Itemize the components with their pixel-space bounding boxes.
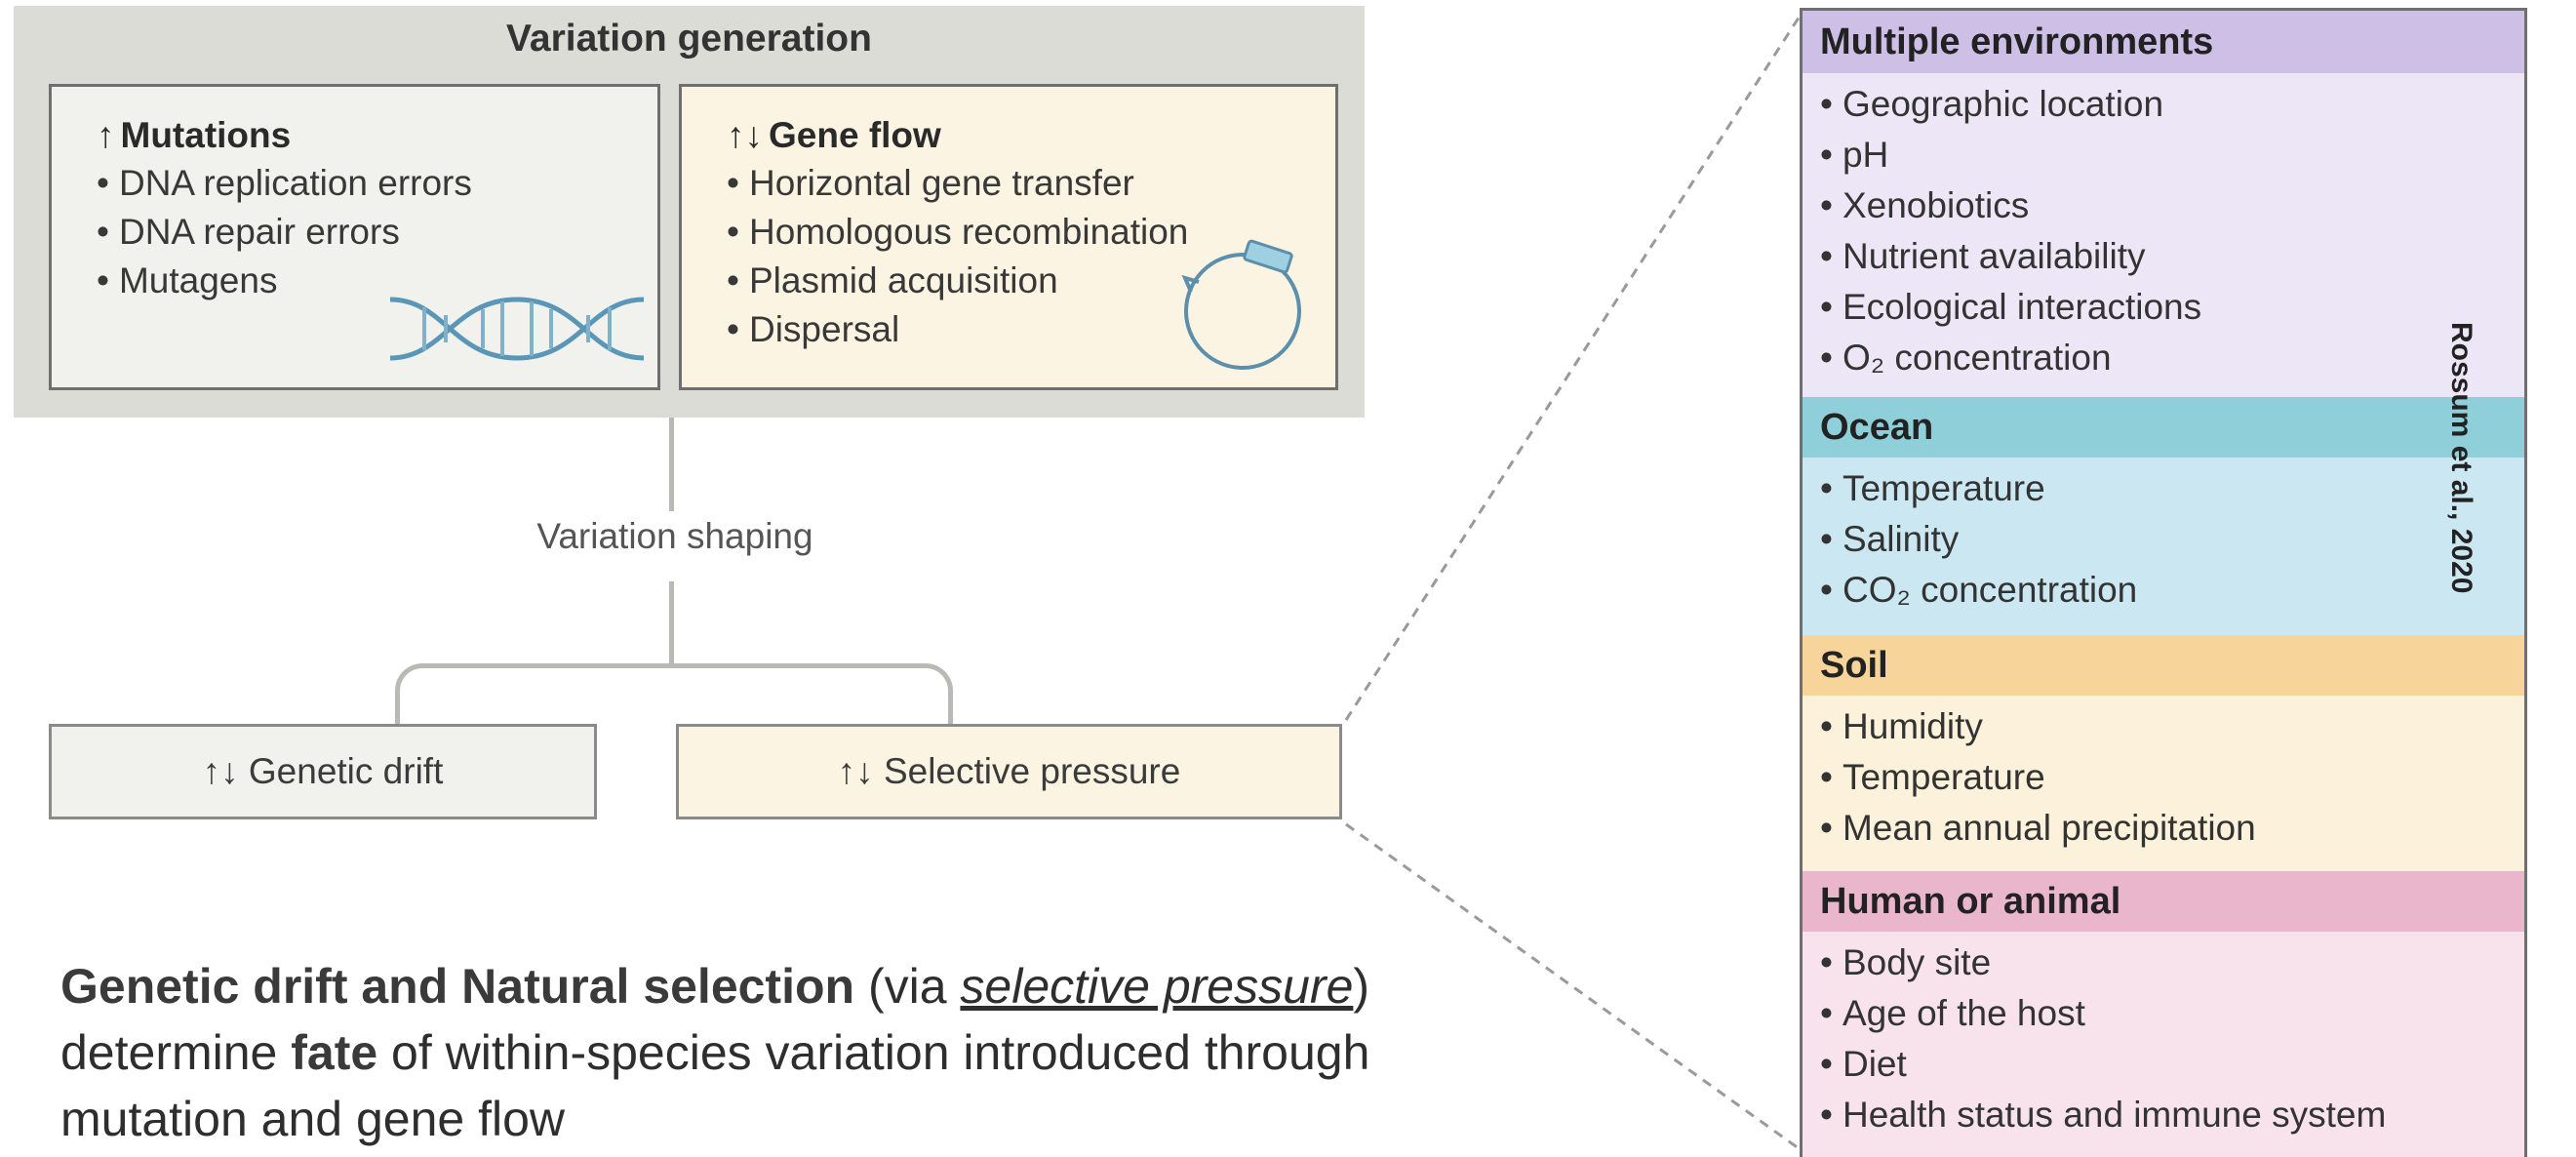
caption-bold-drift-selection: Genetic drift and Natural selection [60, 959, 855, 1014]
list-item: Xenobiotics [1820, 180, 2524, 231]
selective-pressure-box: ↑↓ Selective pressure [676, 724, 1342, 819]
mutations-box: ↑Mutations DNA replication errors DNA re… [49, 84, 660, 390]
list-item: CO₂ concentration [1820, 565, 2524, 616]
caption-line2-rest: of within-species variation introduced t… [377, 1025, 1370, 1080]
caption-text: Genetic drift and Natural selection (via… [60, 953, 1621, 1152]
list-item: O₂ concentration [1820, 333, 2524, 383]
list-item: Age of the host [1820, 988, 2524, 1039]
list-item: Diet [1820, 1039, 2524, 1090]
up-down-arrow-icon: ↑↓ [727, 115, 763, 155]
up-arrow-icon: ↑ [97, 115, 115, 155]
mutations-heading: ↑Mutations [97, 112, 657, 159]
list-item: Mean annual precipitation [1820, 803, 2524, 854]
mutations-heading-text: Mutations [120, 115, 292, 155]
list-item: Plasmid acquisition [727, 257, 1335, 305]
gene-flow-heading: ↑↓Gene flow [727, 112, 1335, 159]
section-header-soil: Soil [1803, 635, 2524, 696]
dna-helix-icon [389, 297, 645, 361]
list-item: Mutagens [97, 257, 657, 305]
list-item: Geographic location [1820, 79, 2524, 130]
gene-flow-list: Horizontal gene transfer Homologous reco… [727, 159, 1335, 354]
list-item: Temperature [1820, 463, 2524, 514]
caption-line3: mutation and gene flow [60, 1092, 566, 1146]
plasmid-icon [1181, 239, 1301, 370]
caption-bold-fate: fate [291, 1025, 378, 1080]
environments-panel: Multiple environments Geographic locatio… [1800, 8, 2527, 1157]
section-header-ocean: Ocean [1803, 397, 2524, 458]
variation-generation-panel: Variation generation ↑Mutations DNA repl… [14, 6, 1365, 418]
list-item: Body site [1820, 938, 2524, 988]
list-item: pH [1820, 130, 2524, 180]
section-header-human-or-animal: Human or animal [1803, 871, 2524, 932]
connector-vertical-top [669, 418, 674, 511]
list-item: Temperature [1820, 752, 2524, 803]
section-body-human-or-animal: Body site Age of the host Diet Health st… [1803, 932, 2524, 1157]
caption-text-via: (via [854, 959, 961, 1014]
genetic-drift-box: ↑↓ Genetic drift [49, 724, 597, 819]
mutations-list: DNA replication errors DNA repair errors… [97, 159, 657, 305]
list-item: Salinity [1820, 514, 2524, 565]
list-item: Ecological interactions [1820, 282, 2524, 333]
variation-generation-title: Variation generation [506, 18, 872, 60]
section-body-ocean: Temperature Salinity CO₂ concentration [1803, 458, 2524, 635]
gene-flow-heading-text: Gene flow [769, 115, 941, 155]
connector-line-top [1344, 11, 1804, 721]
variation-shaping-label: Variation shaping [536, 516, 813, 556]
attribution-label: Rossum et al., 2020 [2445, 322, 2477, 594]
list-item: Humidity [1820, 701, 2524, 752]
caption-determine: determine [60, 1025, 292, 1080]
branch-connector [395, 663, 953, 726]
list-item: DNA repair errors [97, 208, 657, 257]
list-item: Homologous recombination [727, 208, 1335, 257]
connector-vertical-mid [669, 581, 674, 665]
section-header-multiple-environments: Multiple environments [1803, 11, 2524, 73]
section-body-soil: Humidity Temperature Mean annual precipi… [1803, 696, 2524, 871]
list-item: Horizontal gene transfer [727, 159, 1335, 208]
caption-close-paren: ) [1353, 959, 1370, 1014]
connector-line-bottom [1345, 822, 1803, 1153]
gene-flow-box: ↑↓Gene flow Horizontal gene transfer Hom… [679, 84, 1338, 390]
list-item: DNA replication errors [97, 159, 657, 208]
list-item: Health status and immune system [1820, 1090, 2524, 1140]
list-item: Dispersal [727, 305, 1335, 354]
section-body-multiple-environments: Geographic location pH Xenobiotics Nutri… [1803, 73, 2524, 397]
list-item: Nutrient availability [1820, 231, 2524, 282]
caption-selective-pressure: selective pressure [960, 959, 1354, 1014]
